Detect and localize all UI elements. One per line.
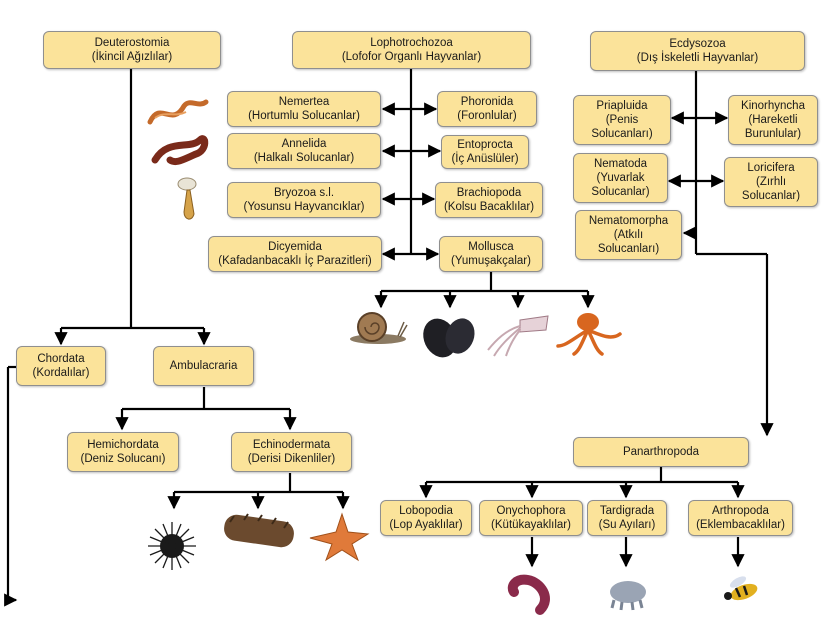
node-subtitle: (Lop Ayaklılar) — [389, 519, 463, 531]
node-nematomorpha: Nematomorpha (Atkılı Solucanları) — [575, 210, 682, 260]
node-name: Dicyemida — [268, 241, 322, 253]
node-subtitle: (Hortumlu Solucanlar) — [248, 110, 360, 122]
node-phoronida: Phoronida (Foronlular) — [437, 91, 537, 127]
node-subtitle: (Deniz Solucanı) — [80, 453, 166, 465]
node-name: Phoronida — [460, 96, 514, 108]
node-subtitle: (Foronlular) — [457, 110, 517, 122]
node-name: Annelida — [281, 138, 327, 150]
node-brachiopoda: Brachiopoda (Kolsu Bacaklılar) — [435, 182, 543, 218]
node-subtitle: (Halkalı Solucanlar) — [253, 152, 355, 164]
node-name: Nematomorpha — [588, 215, 669, 227]
starfish-icon — [309, 512, 370, 562]
node-subtitle: Solucanları) — [597, 243, 660, 255]
tardigrade-icon — [610, 581, 646, 611]
node-name: Lobopodia — [399, 505, 453, 517]
node-name: Chordata — [37, 353, 85, 365]
node-panarthropoda: Panarthropoda — [573, 437, 749, 467]
node-nematoda: Nematoda (Yuvarlak Solucanlar) — [573, 153, 668, 203]
node-name: Kinorhyncha — [741, 100, 805, 112]
node-subtitle: (Eklembacaklılar) — [696, 519, 785, 531]
node-subtitle: (Dış İskeletli Hayvanlar) — [636, 52, 759, 64]
node-priapulida: Priapluida (Penis Solucanları) — [573, 95, 671, 145]
earthworm-icon — [151, 135, 209, 166]
node-name: Hemichordata — [87, 439, 159, 451]
node-name: Echinodermata — [252, 439, 331, 451]
node-name: Panarthropoda — [622, 446, 700, 458]
node-chordata: Chordata (Kordalılar) — [16, 346, 106, 386]
sea-urchin-icon — [148, 522, 196, 570]
node-subtitle: (Su Ayıları) — [598, 519, 656, 531]
node-subtitle: (Kordalılar) — [32, 367, 90, 379]
node-name: Mollusca — [468, 241, 514, 253]
wasp-icon — [724, 576, 758, 601]
node-loricifera: Loricifera (Zırhlı Solucanlar) — [724, 157, 818, 207]
node-name: Nematoda — [593, 158, 648, 170]
node-subtitle: (Kolsu Bacaklılar) — [443, 201, 535, 213]
node-hemichordata: Hemichordata (Deniz Solucanı) — [67, 432, 179, 472]
node-name: Onychophora — [496, 505, 566, 517]
node-subtitle: (Lofofor Organlı Hayvanlar) — [341, 51, 482, 63]
node-onychophora: Onychophora (Kütükayaklılar) — [479, 500, 583, 536]
node-mollusca: Mollusca (Yumuşakçalar) — [439, 236, 543, 272]
node-kinorhyncha: Kinorhyncha (Hareketli Burunlular) — [728, 95, 818, 145]
node-name: Ambulacraria — [169, 360, 238, 372]
node-subtitle: Solucanlar) — [741, 190, 801, 202]
node-subtitle: (Yumuşakçalar) — [451, 255, 531, 267]
mussel-icon — [423, 318, 475, 358]
node-name: Entoprocta — [457, 139, 513, 151]
octopus-icon — [556, 313, 622, 356]
node-subtitle: (Yuvarlak — [596, 172, 645, 184]
squid-icon — [487, 315, 549, 357]
node-dicyemida: Dicyemida (Kafadanbacaklı İç Parazitleri… — [208, 236, 382, 272]
sea-cucumber-icon — [224, 513, 294, 548]
node-subtitle: (Yosunsu Hayvancıklar) — [243, 201, 365, 213]
node-subtitle: Burunlular) — [744, 128, 802, 140]
node-tardigrada: Tardigrada (Su Ayıları) — [587, 500, 667, 536]
node-subtitle: (Kütükayaklılar) — [491, 519, 571, 531]
velvet-worm-icon — [507, 574, 550, 615]
node-name: Arthropoda — [712, 505, 769, 517]
node-name: Brachiopoda — [456, 187, 522, 199]
node-name: Ecdysozoa — [669, 38, 726, 50]
snail-icon — [350, 312, 408, 344]
node-name: Loricifera — [747, 162, 795, 174]
node-name: Tardigrada — [599, 505, 655, 517]
node-annelida: Annelida (Halkalı Solucanlar) — [227, 133, 381, 169]
node-echinodermata: Echinodermata (Derisi Dikenliler) — [231, 432, 352, 472]
node-bryozoa: Bryozoa s.l. (Yosunsu Hayvancıklar) — [227, 182, 381, 218]
node-subtitle: Solucanlar) — [591, 186, 650, 198]
node-nemertea: Nemertea (Hortumlu Solucanlar) — [227, 91, 381, 127]
node-name: Deuterostomia — [94, 37, 170, 49]
node-lobopodia: Lobopodia (Lop Ayaklılar) — [380, 500, 472, 536]
node-ambulacraria: Ambulacraria — [153, 346, 254, 386]
node-name: Lophotrochozoa — [370, 37, 453, 49]
node-subtitle: (Hareketli — [748, 114, 798, 126]
node-subtitle: Solucanları) — [591, 128, 653, 140]
node-subtitle: (İkincil Ağızlılar) — [91, 51, 173, 63]
node-deuterostomia: Deuterostomia (İkincil Ağızlılar) — [43, 31, 221, 69]
ribbon-worm-icon — [147, 99, 209, 125]
node-name: Priapluida — [596, 100, 648, 112]
node-entoprocta: Entoprocta (İç Anüslüler) — [441, 135, 529, 169]
node-name: Nemertea — [278, 96, 330, 108]
node-name: Bryozoa s.l. — [273, 187, 335, 199]
node-subtitle: (Atkılı — [613, 229, 644, 241]
node-subtitle: (Kafadanbacaklı İç Parazitleri) — [218, 255, 372, 267]
node-subtitle: (Zırhlı — [755, 176, 787, 188]
node-subtitle: (Derisi Dikenliler) — [247, 453, 336, 465]
node-arthropoda: Arthropoda (Eklembacaklılar) — [688, 500, 793, 536]
node-subtitle: (Penis — [605, 114, 639, 126]
bryozoan-icon — [177, 177, 197, 220]
node-ecdysozoa: Ecdysozoa (Dış İskeletli Hayvanlar) — [590, 31, 805, 71]
node-lophotrochozoa: Lophotrochozoa (Lofofor Organlı Hayvanla… — [292, 31, 531, 69]
node-subtitle: (İç Anüslüler) — [451, 153, 519, 165]
